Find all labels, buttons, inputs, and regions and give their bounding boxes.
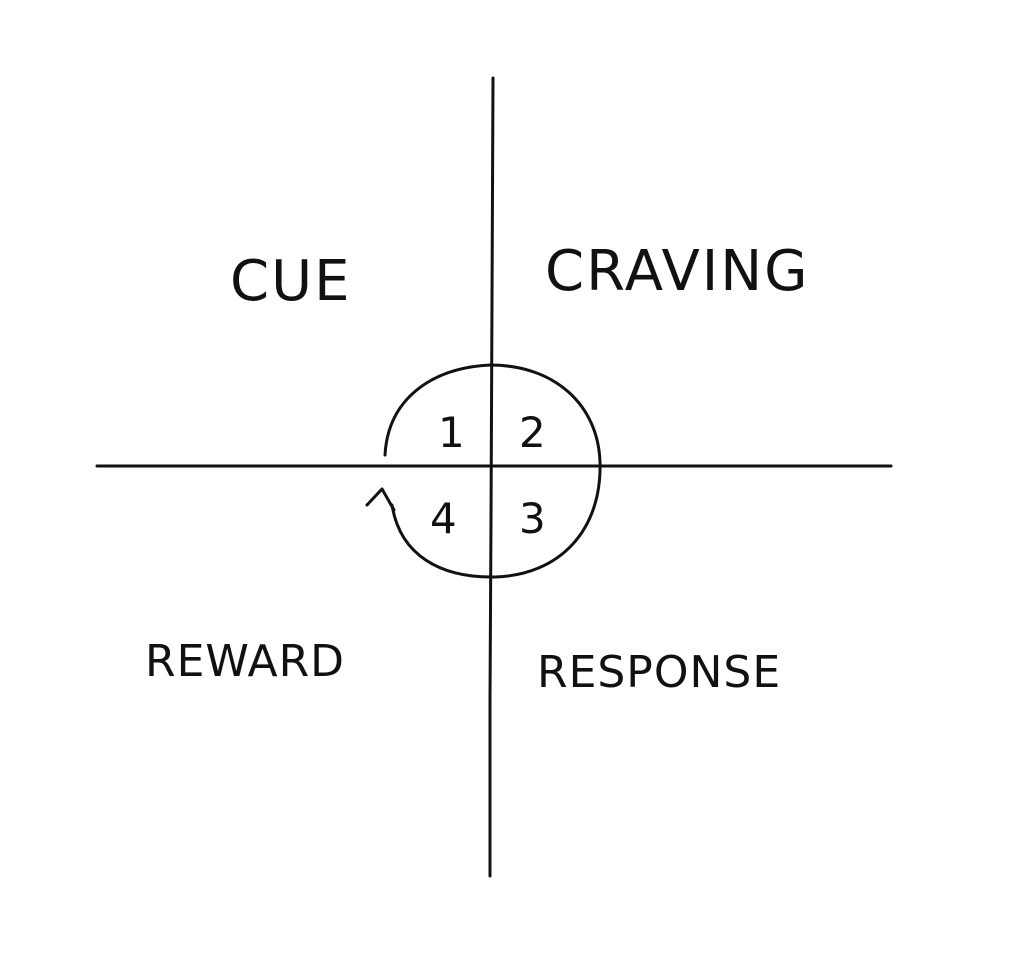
cycle-number-4: 4 bbox=[430, 494, 457, 543]
cycle-number-3: 3 bbox=[519, 494, 546, 543]
cycle-number-2: 2 bbox=[519, 408, 546, 457]
quadrant-label-cue: CUE bbox=[230, 249, 351, 314]
cycle-arrow-icon bbox=[365, 487, 396, 512]
cycle-number-1: 1 bbox=[438, 408, 465, 457]
quadrant-label-craving: CRAVING bbox=[545, 239, 810, 304]
quadrant-label-reward: REWARD bbox=[145, 636, 345, 687]
cycle-circle bbox=[383, 363, 602, 579]
quadrant-label-response: RESPONSE bbox=[537, 647, 781, 698]
vertical-axis-line bbox=[488, 76, 495, 878]
